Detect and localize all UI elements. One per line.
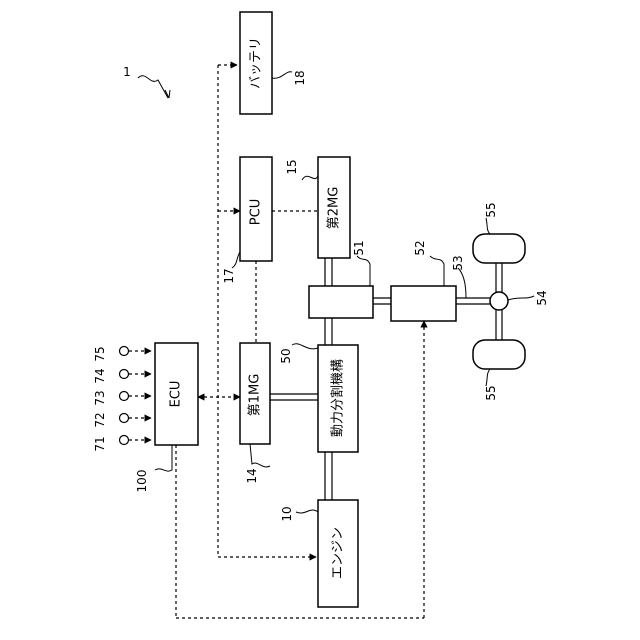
power-split-label: 動力分割機構 xyxy=(330,359,346,437)
ref-battery: 18 xyxy=(293,70,307,85)
ref-sensor-75: 75 xyxy=(93,346,107,361)
ref-sensor-72: 72 xyxy=(93,412,107,427)
pcu-label: PCU xyxy=(249,199,264,225)
sensor-74 xyxy=(120,370,152,379)
sensor-73 xyxy=(120,392,152,401)
ref-sensor-74: 74 xyxy=(93,368,107,383)
mg2-block: 第2MG xyxy=(318,157,350,258)
engine-block: エンジン xyxy=(318,500,358,607)
ref-system: 1 xyxy=(123,65,131,79)
wheel-bottom xyxy=(473,340,525,369)
ref-53: 53 xyxy=(451,255,465,270)
sensor-75 xyxy=(120,347,152,356)
battery-label: バッテリ xyxy=(249,37,264,89)
ref-55-top: 55 xyxy=(484,202,498,217)
ref-ecu: 100 xyxy=(135,470,149,493)
block-51 xyxy=(309,286,373,318)
ref-52: 52 xyxy=(413,240,427,255)
control-connections xyxy=(176,65,424,618)
sensor-71 xyxy=(120,436,152,445)
engine-label: エンジン xyxy=(331,527,346,579)
ref-55-bottom: 55 xyxy=(484,385,498,400)
mg1-block: 第1MG xyxy=(240,343,270,444)
sensor-group xyxy=(120,347,152,445)
ref-sensor-71: 71 xyxy=(93,436,107,451)
ecu-label: ECU xyxy=(169,381,184,408)
pcu-block: PCU xyxy=(240,157,272,261)
wheel-top xyxy=(473,234,525,263)
ref-power-split: 50 xyxy=(279,348,293,363)
power-split-block: 動力分割機構 xyxy=(318,345,358,452)
ecu-block: ECU xyxy=(155,343,198,445)
battery-block: バッテリ xyxy=(240,12,272,114)
ref-54: 54 xyxy=(535,290,549,305)
ref-mg2: 15 xyxy=(285,159,299,174)
ref-engine: 10 xyxy=(280,506,294,521)
mechanical-connections xyxy=(270,258,502,500)
ref-51: 51 xyxy=(352,240,366,255)
sensor-72 xyxy=(120,414,152,423)
mg1-label: 第1MG xyxy=(248,374,263,417)
block-52 xyxy=(391,286,456,321)
mg2-label: 第2MG xyxy=(327,187,342,230)
ref-sensor-73: 73 xyxy=(93,390,107,405)
differential xyxy=(490,292,508,310)
ref-pcu: 17 xyxy=(222,268,236,283)
ref-mg1: 14 xyxy=(245,468,259,483)
